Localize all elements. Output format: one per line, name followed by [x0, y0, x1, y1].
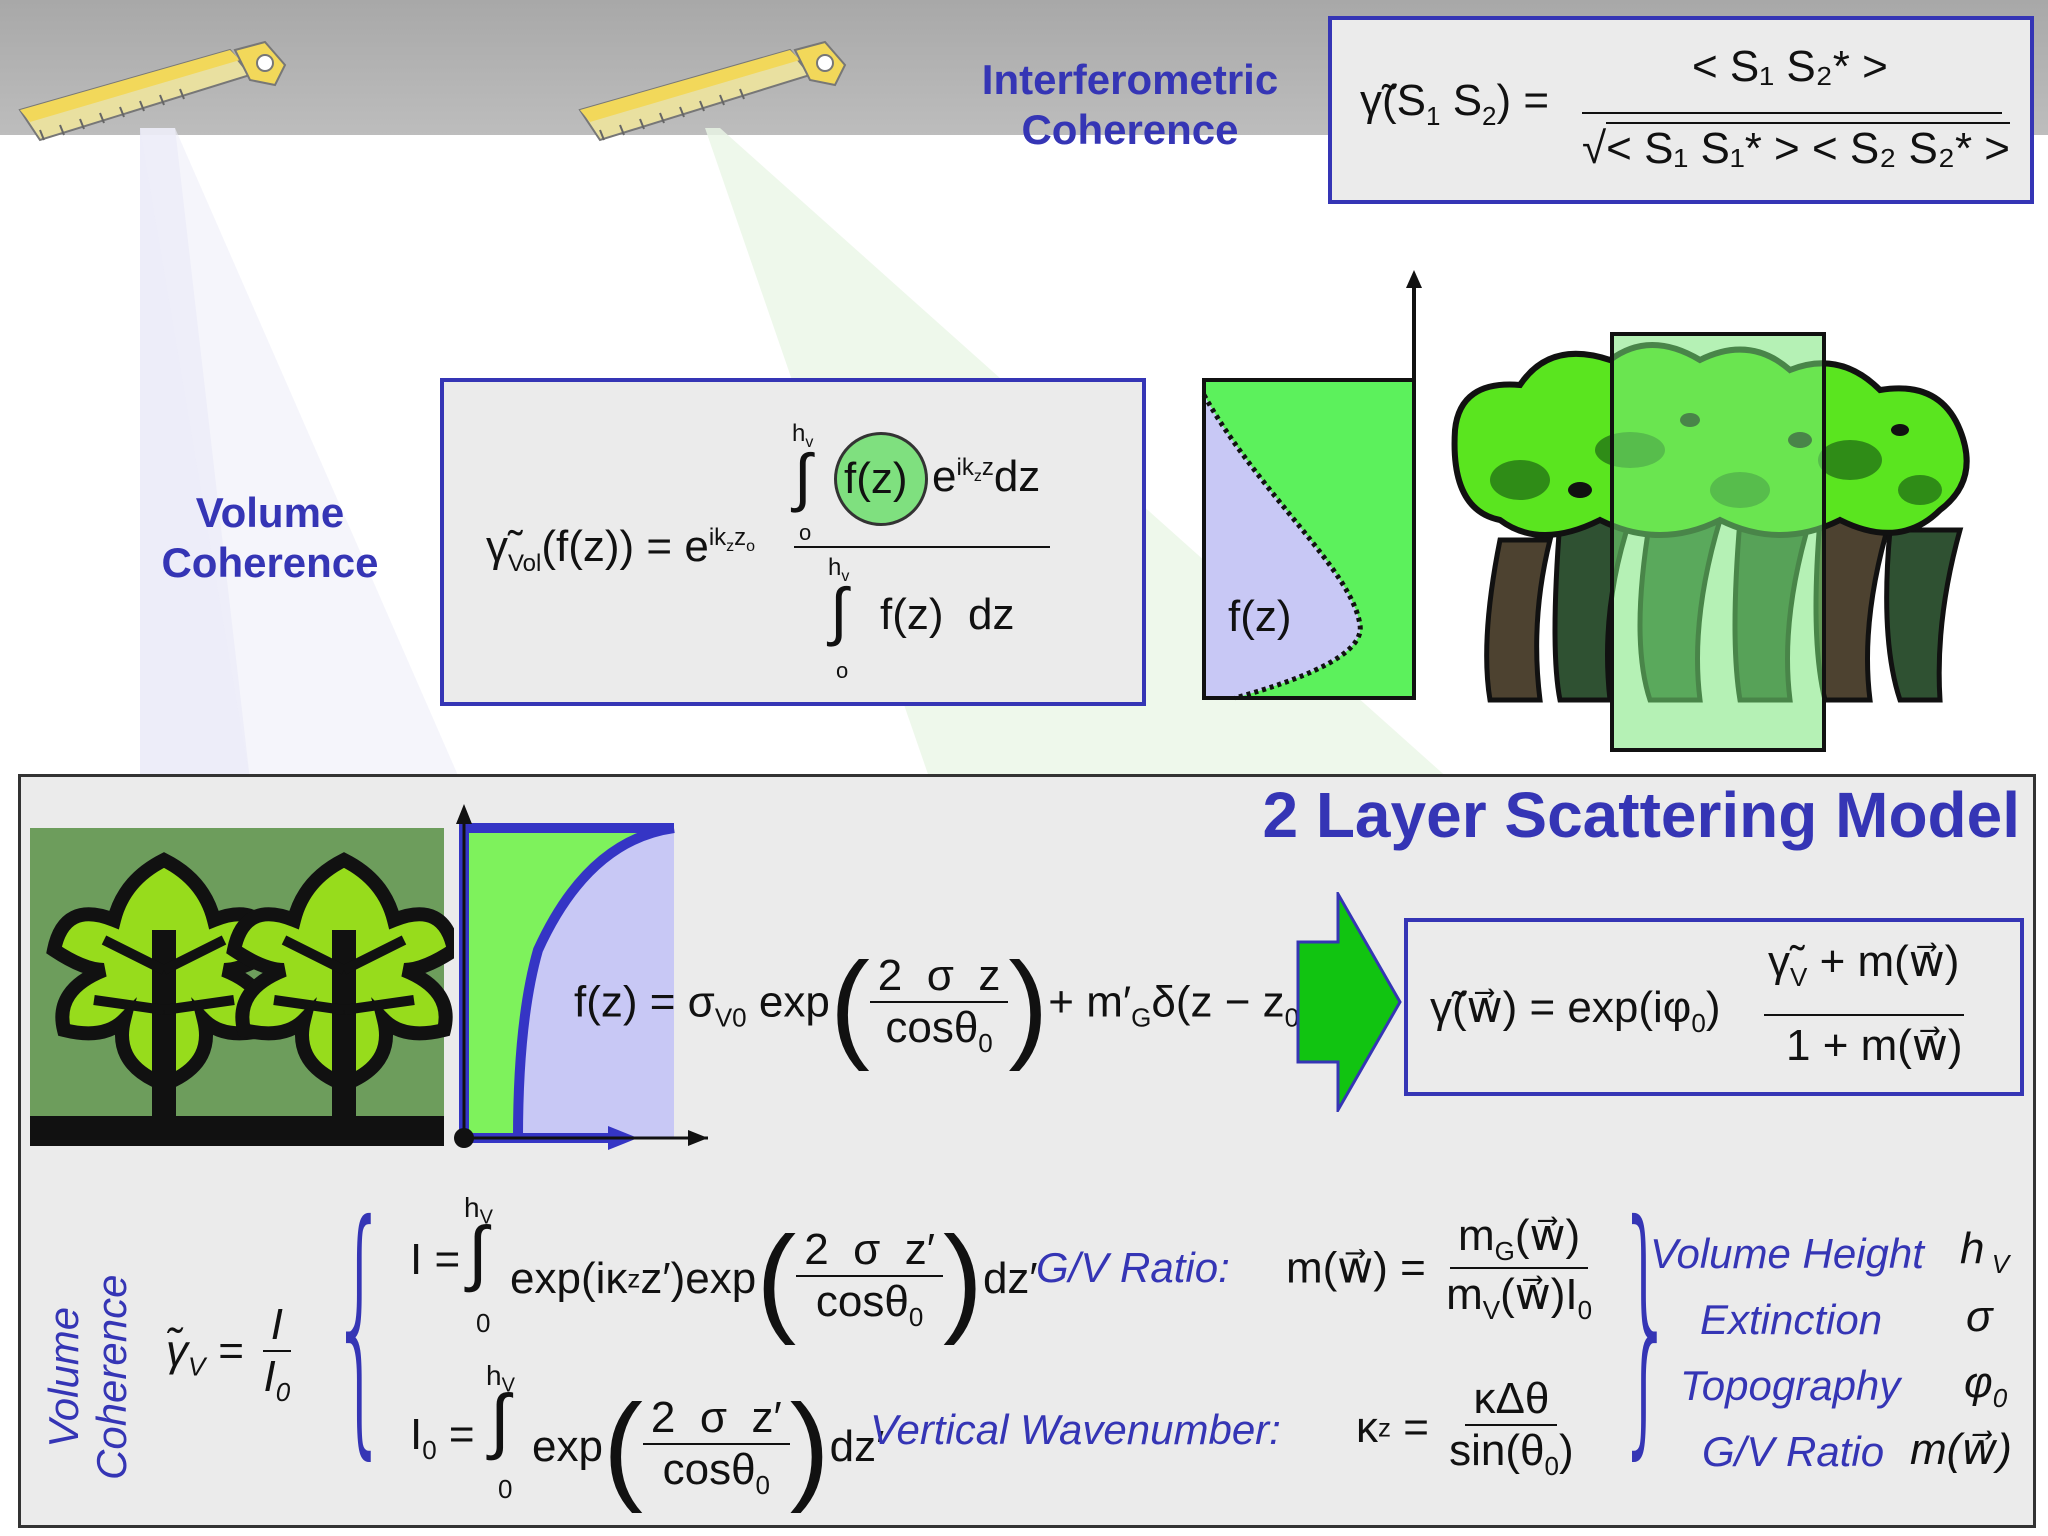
I-equation: I = — [410, 1235, 461, 1284]
satellite-icon — [578, 40, 847, 142]
vertical-profile-chart — [1201, 270, 1422, 701]
formula-numerator: < S₁ S₂* > — [1692, 42, 1888, 91]
result-fraction-bar — [1764, 1014, 1964, 1016]
heading-line: Interferometric — [981, 56, 1279, 103]
heading-line: Volume — [195, 489, 345, 536]
result-formula-box: γ̃(w⃗) = exp(iφ0) γ̃V + m(w⃗) 1 + m(w⃗) — [1404, 918, 2024, 1096]
volume-coherence-heading: Volume Coherence — [130, 488, 410, 589]
I-integral-lower: 0 — [476, 1308, 491, 1338]
interferometric-coherence-heading: Interferometric Coherence — [950, 55, 1310, 156]
I0-integral-lower: 0 — [498, 1474, 513, 1504]
numerator-integral-lower: o — [799, 520, 812, 545]
profile-label: f(z) — [1228, 592, 1292, 641]
I0-integrand: exp(2 σ z′cosθ0)dz′ — [532, 1380, 885, 1514]
parameter-item: G/V Ratio m(w⃗) — [1702, 1425, 2012, 1475]
gv-ratio-label: G/V Ratio: — [1036, 1244, 1230, 1291]
integral-sign: ∫ — [794, 441, 812, 513]
model-title: 2 Layer Scattering Model — [1262, 779, 2020, 851]
integral-sign: ∫ — [468, 1213, 488, 1293]
I0-lhs: I0 = — [410, 1410, 475, 1465]
formula-lhs: γ̃(S1 S2) = — [1360, 76, 1550, 131]
right-brace: } — [1616, 1167, 1677, 1482]
integral-sign: ∫ — [830, 575, 848, 647]
volume-fraction-bar — [794, 546, 1050, 548]
left-brace: { — [330, 1167, 391, 1482]
vertical-wavenumber-label: Vertical Wavenumber: — [870, 1406, 1281, 1453]
integral-sign: ∫ — [490, 1381, 510, 1461]
formula-denominator: √< S₁ S₁* > < S₂ S₂* > — [1582, 122, 2010, 173]
volume-lhs: γ̃Vol(f(z)) = eikzzo — [486, 522, 756, 577]
result-lhs: γ̃(w⃗) = exp(iφ0) — [1430, 983, 1721, 1038]
numerator-exp: eikzzdz — [932, 452, 1041, 501]
interferometric-formula-box: γ̃(S1 S2) = < S₁ S₂* > √< S₁ S₁* > < S₂ … — [1328, 16, 2034, 204]
formula-fraction-bar — [1582, 112, 2002, 114]
satellite-icon — [18, 40, 287, 142]
exponential-profile-chart — [454, 804, 708, 1150]
parameter-item: Volume Height h V — [1650, 1224, 2010, 1279]
I-integral-upper: hV — [464, 1192, 493, 1229]
heading-line: Coherence — [1021, 106, 1239, 154]
parameter-item: Topography φ0 — [1680, 1358, 2008, 1413]
numerator-fz: f(z) — [844, 454, 908, 503]
denominator-integral-upper: hv — [828, 554, 850, 585]
denominator-fz: f(z) dz — [880, 590, 1015, 639]
result-denominator: 1 + m(w⃗) — [1786, 1021, 1963, 1070]
result-arrow-icon — [1296, 892, 1402, 1112]
gv-ratio-equation: m(w⃗) = mG(w⃗)mV(w⃗)I0 — [1286, 1211, 1593, 1325]
parameter-item: Extinction σ — [1700, 1292, 1993, 1343]
result-numerator: γ̃V + m(w⃗) — [1768, 937, 1960, 992]
volume-formula-box: γ̃Vol(f(z)) = eikzzo hv ∫ o f(z) eikzzdz… — [440, 378, 1146, 706]
I0-integral-upper: hV — [486, 1360, 515, 1397]
numerator-integral-upper: hv — [792, 420, 814, 451]
tree-icons — [30, 828, 454, 1146]
vertical-volume-coherence-label: Volume Coherence — [40, 1274, 136, 1480]
denominator-integral-lower: o — [836, 658, 849, 683]
fz-highlight-circle — [834, 432, 928, 526]
I-integrand: exp(iκzz′)exp(2 σ z′cosθ0)dz′ — [510, 1212, 1038, 1346]
sample-volume-highlight — [1610, 332, 1826, 752]
parameter-list: Volume Height h V Extinction σ Topograph… — [1650, 1224, 2030, 1488]
heading-line: Coherence — [161, 539, 379, 587]
